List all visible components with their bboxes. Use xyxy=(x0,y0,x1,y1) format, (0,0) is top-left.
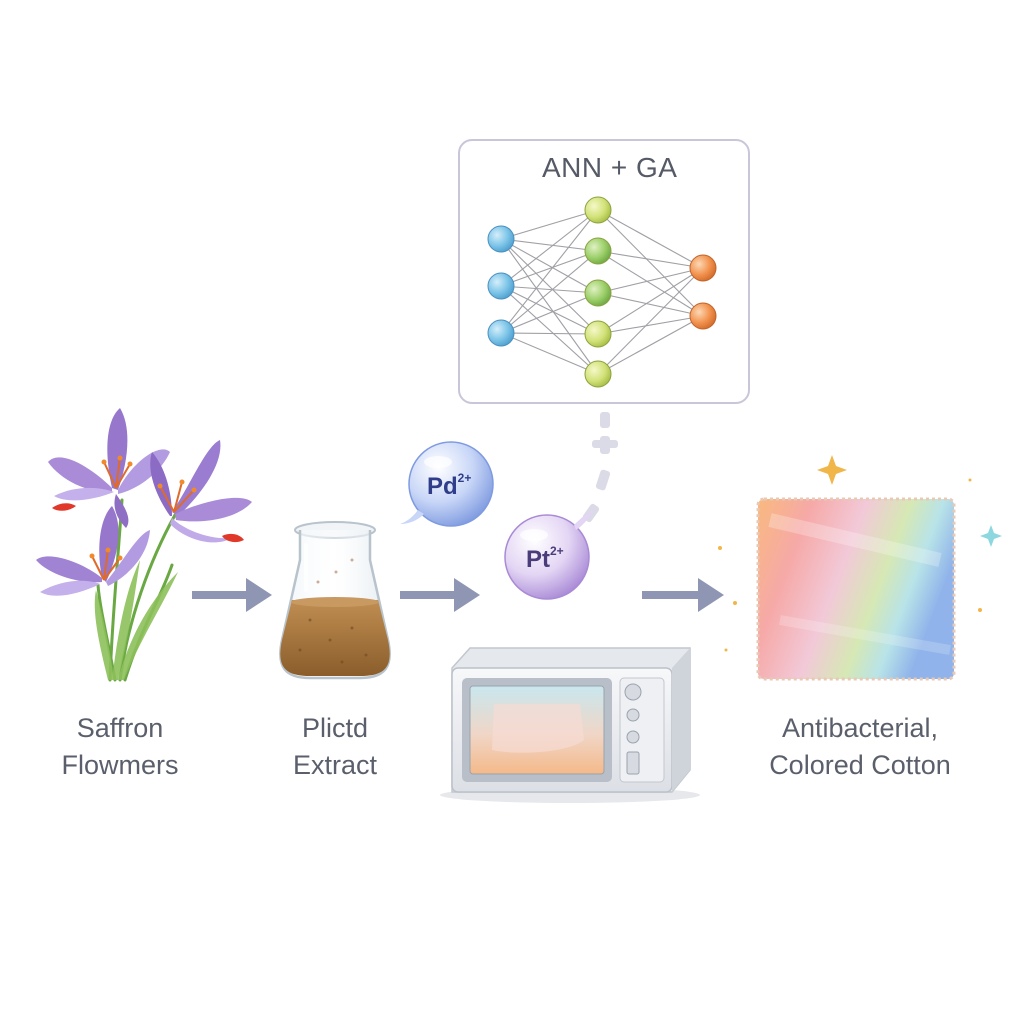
hidden-node xyxy=(584,196,612,224)
colored-cotton-fabric xyxy=(756,497,956,681)
output-node xyxy=(689,254,717,282)
pd-ion-charge: 2+ xyxy=(458,471,472,485)
neural-network-connections xyxy=(500,209,704,375)
hidden-node xyxy=(584,279,612,307)
hidden-node xyxy=(584,320,612,348)
cotton-label: Antibacterial, Colored Cotton xyxy=(740,710,980,784)
pt-ion-charge: 2+ xyxy=(550,544,564,558)
input-layer xyxy=(487,225,515,347)
pt-ion-bubble xyxy=(504,510,594,600)
input-node xyxy=(487,319,515,347)
input-node xyxy=(487,225,515,253)
saffron-flowers-illustration xyxy=(36,408,252,682)
hidden-layer xyxy=(584,196,612,388)
arrow-extract-to-synthesis-head xyxy=(454,578,480,612)
output-node xyxy=(689,302,717,330)
cotton-label-line1: Antibacterial, xyxy=(781,713,939,743)
plant-extract-flask xyxy=(279,521,391,680)
extract-label-line2: Extract xyxy=(292,750,378,780)
pt-ion-symbol: Pt xyxy=(526,546,550,573)
extract-label-line1: Plictd xyxy=(301,713,369,743)
pd-ion-bubble xyxy=(400,441,494,527)
cotton-label-line2: Colored Cotton xyxy=(769,750,951,780)
process-arrows xyxy=(192,578,724,612)
hidden-node xyxy=(584,360,612,388)
saffron-label: Saffron Flowmers xyxy=(40,710,200,784)
ann-ga-title: ANN + GA xyxy=(542,152,678,183)
extract-label: Plictd Extract xyxy=(260,710,410,784)
arrow-flowers-to-extract-head xyxy=(246,578,272,612)
svg-text:Pt2+: Pt2+ xyxy=(526,544,564,573)
saffron-label-line1: Saffron xyxy=(76,713,164,743)
sparkle-icon xyxy=(718,455,1002,652)
hidden-node xyxy=(584,237,612,265)
arrow-synthesis-to-cotton-head xyxy=(698,578,724,612)
ann-connector xyxy=(582,412,618,523)
microwave-illustration xyxy=(440,647,700,803)
saffron-label-line2: Flowmers xyxy=(61,750,179,780)
svg-text:Pd2+: Pd2+ xyxy=(427,471,471,500)
input-node xyxy=(487,272,515,300)
output-layer xyxy=(689,254,717,330)
pd-ion-symbol: Pd xyxy=(427,473,458,500)
